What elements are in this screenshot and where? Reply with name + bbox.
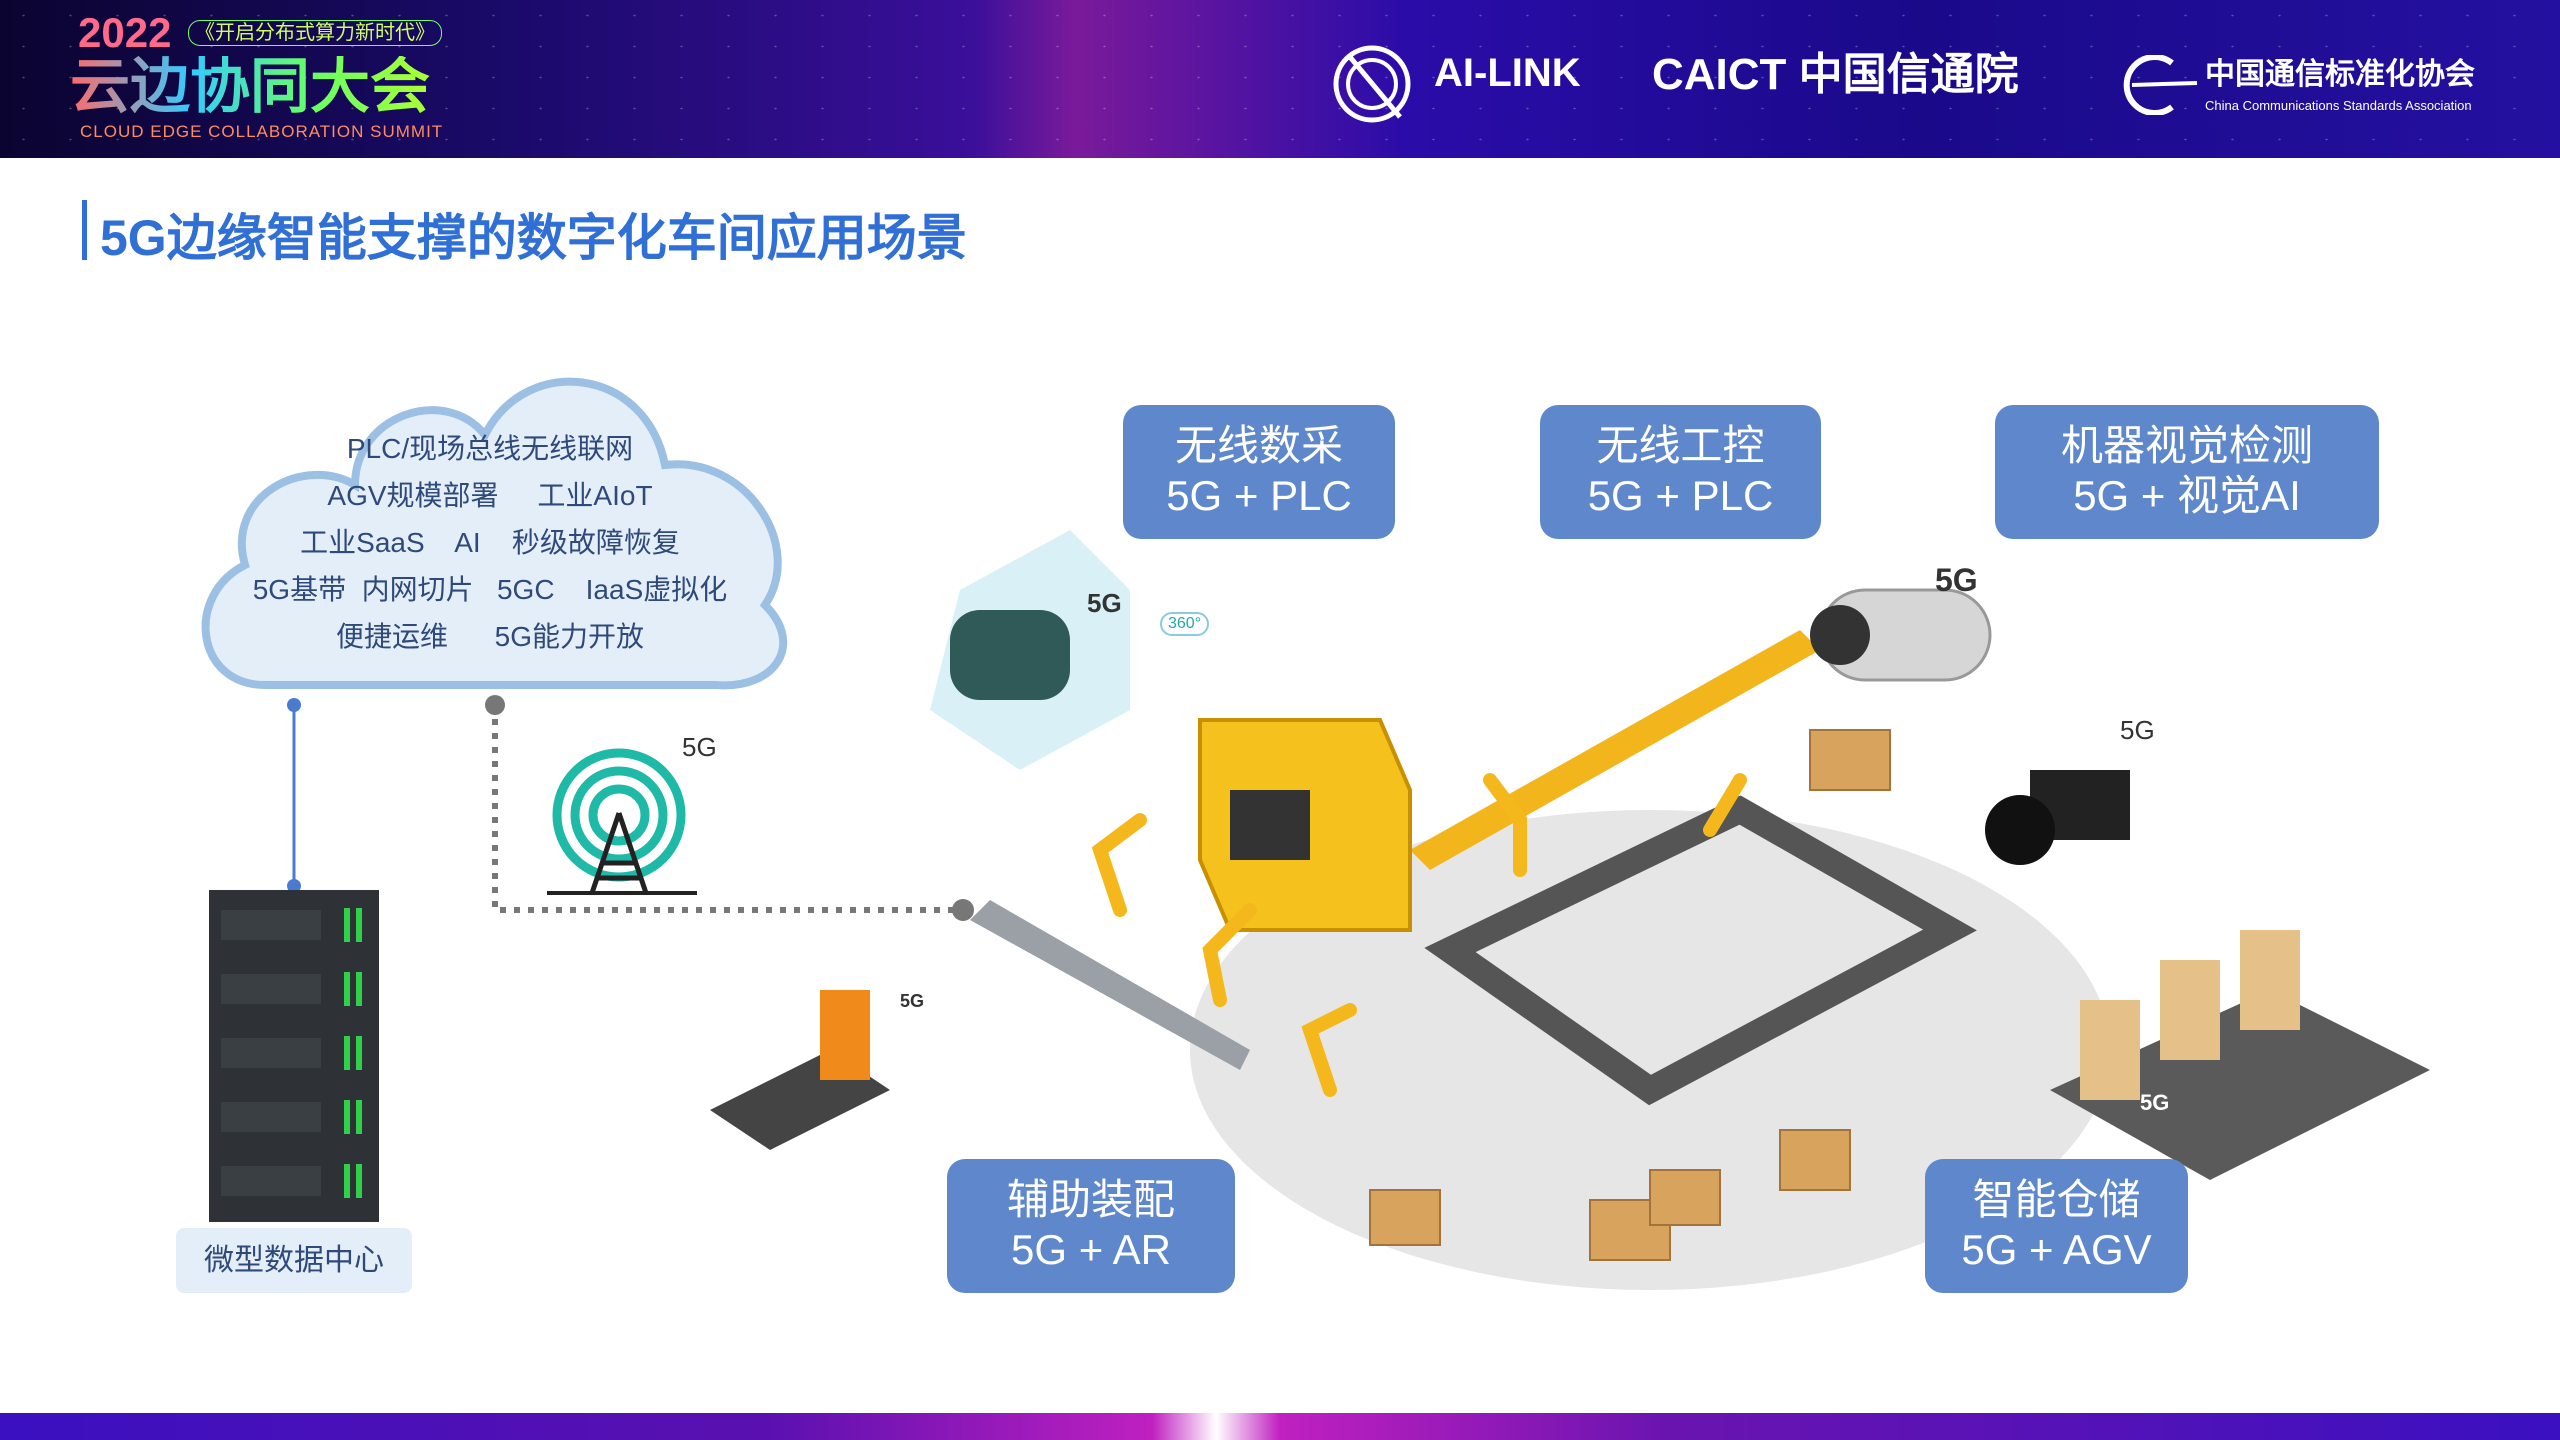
ccsa-logo-icon xyxy=(2123,55,2198,115)
partner-ai-link: AI-LINK xyxy=(1434,51,1581,95)
industrial-camera-5g-label: 5G xyxy=(2120,715,2155,745)
cloud-line: 工业SaaS AI 秒级故障恢复 xyxy=(300,527,680,558)
event-slogan: 《开启分布式算力新时代》 xyxy=(188,20,442,46)
scenario-machine-vision: 机器视觉检测 5G + 视觉AI xyxy=(1995,405,2379,539)
scenario-title: 智能仓储 xyxy=(1972,1176,2141,1223)
agv-5g-label: 5G xyxy=(2140,1090,2170,1115)
scenario-smart-warehouse: 智能仓储 5G + AGV xyxy=(1925,1159,2188,1293)
scenario-title: 无线数采 xyxy=(1174,422,1343,469)
scenario-tech: 5G + AR xyxy=(1011,1226,1171,1273)
camera-5g-label: 5G xyxy=(1935,562,1978,598)
ai-link-logo-icon xyxy=(1333,45,1411,123)
event-logo: 2022 《开启分布式算力新时代》 云边协同大会 CLOUD EDGE COLL… xyxy=(70,12,450,152)
banner-stars xyxy=(0,0,2560,158)
page-title: 5G边缘智能支撑的数字化车间应用场景 xyxy=(100,210,967,266)
footer-banner xyxy=(0,1413,2560,1440)
scenario-tech: 5G + AGV xyxy=(1961,1226,2152,1273)
cloud-icon xyxy=(201,377,788,690)
motor-5g-label: 5G xyxy=(1087,588,1122,618)
scenario-assisted-assembly: 辅助装配 5G + AR xyxy=(947,1159,1235,1293)
cloud-line: AGV规模部署 工业AIoT xyxy=(327,480,653,511)
cloud-line: 5G基带 内网切片 5GC IaaS虚拟化 xyxy=(252,574,728,605)
partner-ccsa: 中国通信标准化协会 xyxy=(2205,58,2475,91)
server-rack-icon xyxy=(209,890,379,1222)
micro-datacenter-label: 微型数据中心 xyxy=(176,1228,412,1293)
scenario-tech: 5G + PLC xyxy=(1166,472,1352,519)
scenario-title: 辅助装配 xyxy=(1006,1176,1175,1223)
partner-ccsa-caption: China Communications Standards Associati… xyxy=(2205,98,2472,113)
event-subtitle: CLOUD EDGE COLLABORATION SUMMIT xyxy=(80,122,444,141)
scenario-title: 无线工控 xyxy=(1596,422,1765,469)
scenario-tech: 5G + 视觉AI xyxy=(2073,472,2301,519)
partner-caict: CAICT 中国信通院 xyxy=(1652,50,2019,99)
factory-illustration xyxy=(710,530,2430,1290)
scenario-wireless-data-collection: 无线数采 5G + PLC xyxy=(1123,405,1395,539)
event-name: 云边协同大会 xyxy=(70,53,430,120)
scenario-tech: 5G + PLC xyxy=(1587,472,1774,519)
antenna-5g-label: 5G xyxy=(682,732,717,762)
event-year: 2022 xyxy=(78,9,172,56)
cloud-line: 便捷运维 5G能力开放 xyxy=(335,621,645,652)
title-accent-bar xyxy=(82,200,87,260)
header-banner: 2022 《开启分布式算力新时代》 云边协同大会 CLOUD EDGE COLL… xyxy=(0,0,2560,158)
cloud-line: PLC/现场总线无线联网 xyxy=(346,433,634,464)
5g-antenna-icon xyxy=(547,748,697,895)
rotation-360-label: 360° xyxy=(1160,612,1210,636)
ar-5g-label: 5G xyxy=(900,991,925,1011)
scenario-title: 机器视觉检测 xyxy=(2060,422,2313,469)
scenario-wireless-control: 无线工控 5G + PLC xyxy=(1540,405,1821,539)
